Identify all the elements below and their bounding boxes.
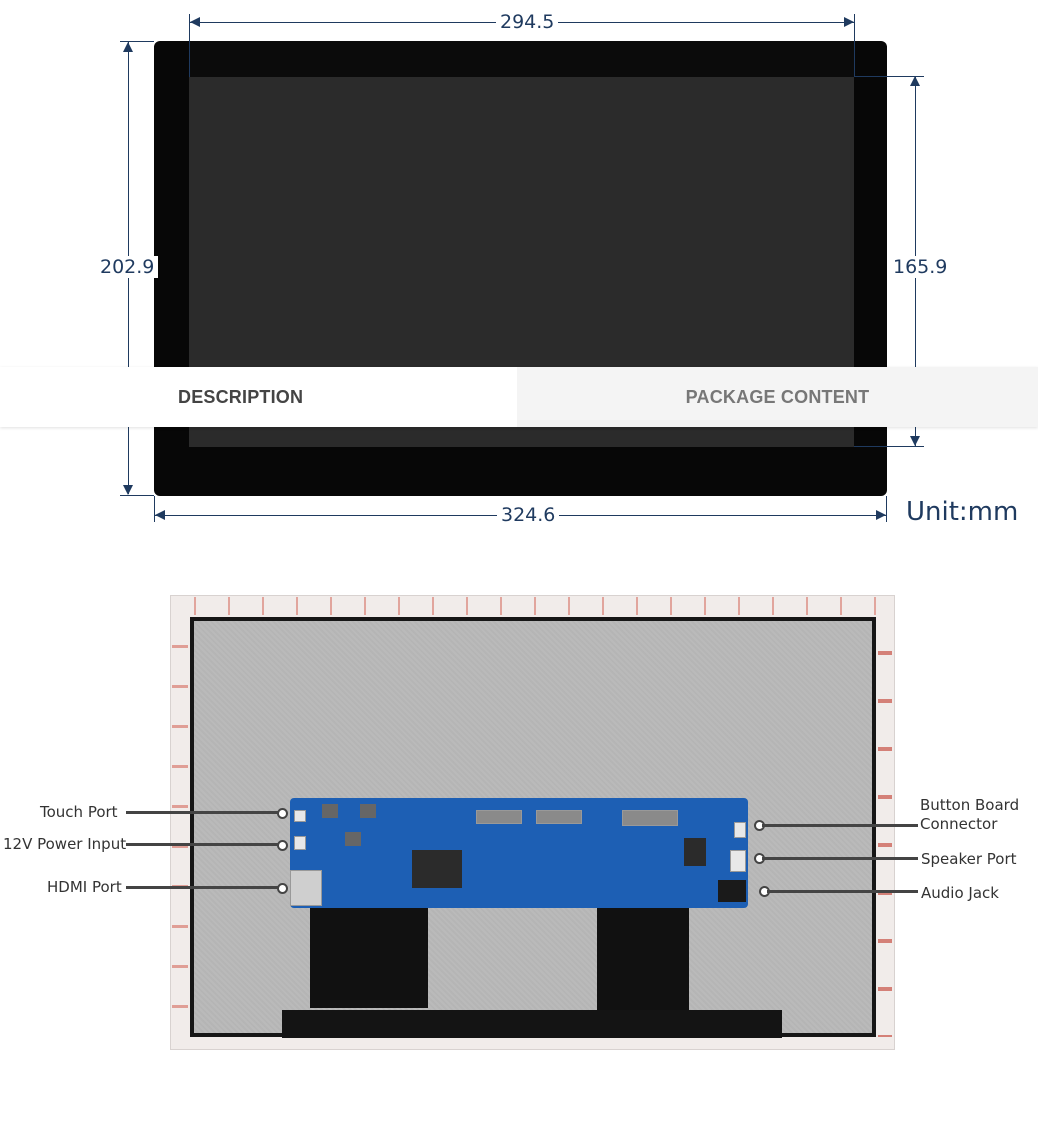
arrow-right-icon xyxy=(844,17,854,27)
dim-tick xyxy=(854,76,924,77)
callout-hdmi-port: HDMI Port xyxy=(47,878,122,896)
inductor xyxy=(360,804,376,818)
display-top-bar xyxy=(189,41,854,77)
arrow-right-icon xyxy=(876,510,886,520)
callout-line xyxy=(762,824,918,827)
power-input-connector xyxy=(294,836,306,850)
tape-markings-top xyxy=(172,597,892,615)
dim-active-height-label: 165.9 xyxy=(889,256,952,278)
arrow-down-icon xyxy=(123,485,133,495)
dim-tick xyxy=(854,446,924,447)
callout-button-board: Button Board Connector xyxy=(920,796,1020,833)
inductor xyxy=(322,804,338,818)
product-tab-bar: DESCRIPTION PACKAGE CONTENT xyxy=(0,367,1038,427)
callout-speaker-port: Speaker Port xyxy=(921,850,1017,868)
callout-line xyxy=(126,886,278,889)
touch-fpc-connector xyxy=(622,810,678,826)
dim-tick xyxy=(886,496,887,522)
hdmi-connector xyxy=(290,870,322,906)
dim-tick xyxy=(189,14,190,77)
arrow-left-icon xyxy=(190,17,200,27)
tab-description[interactable]: DESCRIPTION xyxy=(0,367,517,427)
callout-line xyxy=(126,811,278,814)
arrow-up-icon xyxy=(123,42,133,52)
callout-dot xyxy=(277,808,288,819)
button-board-connector xyxy=(734,822,746,838)
fpc-connector xyxy=(476,810,522,824)
unit-label: Unit:mm xyxy=(906,497,1019,527)
tape-markings-left xyxy=(172,617,188,1037)
speaker-connector xyxy=(730,850,746,872)
dim-tick xyxy=(154,496,155,522)
inductor xyxy=(345,832,361,846)
callout-line xyxy=(762,857,918,860)
black-tape-strip xyxy=(282,1010,782,1038)
dim-outer-width-label: 324.6 xyxy=(497,504,560,526)
callout-audio-jack: Audio Jack xyxy=(921,884,999,902)
callout-line xyxy=(767,890,918,893)
fpc-connector xyxy=(536,810,582,824)
dim-outer-height-label: 202.9 xyxy=(96,256,159,278)
main-controller-chip xyxy=(412,850,462,888)
arrow-down-icon xyxy=(910,436,920,446)
fpc-cable-left xyxy=(310,908,428,1008)
audio-jack-socket xyxy=(718,880,746,902)
arrow-up-icon xyxy=(910,76,920,86)
tab-package-content[interactable]: PACKAGE CONTENT xyxy=(517,367,1038,427)
callout-dot xyxy=(277,840,288,851)
dim-tick xyxy=(120,41,154,42)
ic-chip xyxy=(684,838,706,866)
callout-power-input: 12V Power Input xyxy=(3,835,127,853)
arrow-left-icon xyxy=(155,510,165,520)
dim-tick xyxy=(120,495,154,496)
tape-markings-right xyxy=(878,617,892,1037)
callout-dot xyxy=(277,883,288,894)
dim-active-width-label: 294.5 xyxy=(496,11,559,33)
dim-tick xyxy=(854,14,855,77)
touch-port-connector xyxy=(294,810,306,822)
callout-line xyxy=(126,843,278,846)
callout-touch-port: Touch Port xyxy=(40,803,118,821)
driver-board xyxy=(290,798,748,908)
